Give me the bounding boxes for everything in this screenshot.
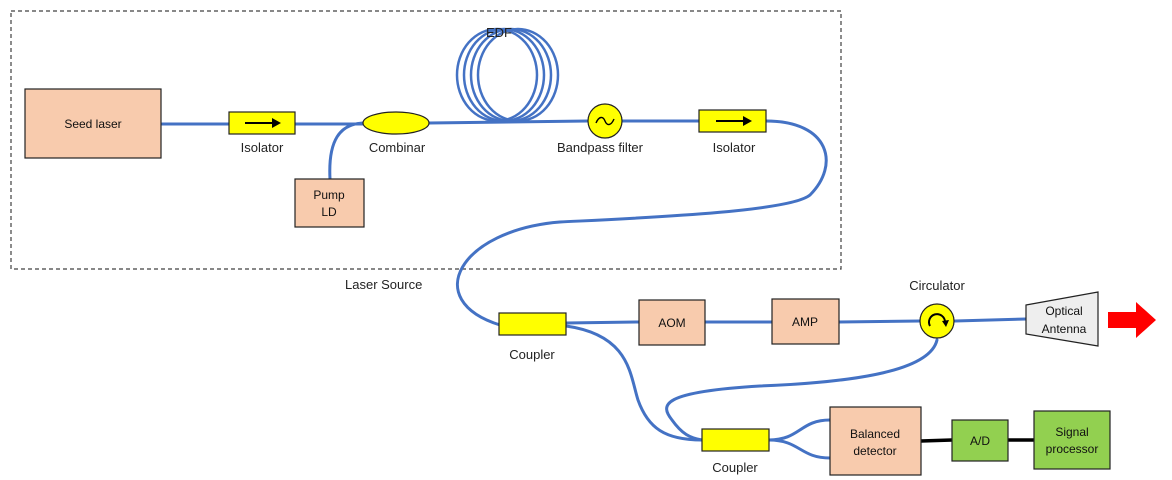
combiner: Combinar [362, 111, 430, 155]
detector-label-line2: detector [853, 444, 896, 458]
coupler-2: Coupler [701, 428, 770, 475]
adc-label: A/D [970, 434, 990, 448]
aom-label: AOM [658, 316, 685, 330]
coupler-2-label: Coupler [712, 460, 758, 475]
seed-laser: Seed laser [24, 88, 162, 159]
processor-label-line1: Signal [1055, 425, 1088, 439]
wire-detector-to-adc [920, 438, 953, 443]
pump-ld-label-line2: LD [321, 205, 337, 219]
laser-source-frame [10, 10, 842, 270]
circulator-label: Circulator [909, 278, 965, 293]
right-arrow-icon [245, 118, 281, 128]
edf-label: EDF [486, 25, 512, 40]
coupler-1-label: Coupler [509, 347, 555, 362]
isolator-2: Isolator [698, 109, 767, 155]
fiber-source-to-coupler [456, 119, 828, 327]
processor-label-line2: processor [1046, 442, 1099, 456]
laser-source-label: Laser Source [345, 277, 422, 292]
right-arrow-icon [716, 116, 752, 126]
pump-ld-label-line1: Pump [313, 188, 345, 202]
bandpass-filter-label: Bandpass filter [557, 140, 644, 155]
pump-ld: Pump LD [294, 178, 365, 228]
combiner-label: Combinar [369, 140, 426, 155]
circular-arrow-icon [928, 313, 949, 327]
fiber-coupler-to-coupler [564, 324, 704, 442]
adc: A/D [951, 419, 1009, 462]
circulator: Circulator [909, 278, 965, 339]
antenna-label-line2: Antenna [1042, 322, 1087, 336]
isolator-1-label: Isolator [241, 140, 284, 155]
signal-processor: Signal processor [1033, 410, 1111, 470]
edf-coil: EDF [455, 25, 560, 123]
coupler-1: Coupler [498, 312, 567, 362]
fiber-amp-to-circulator [837, 319, 922, 324]
fiber-circulator-to-antenna [953, 317, 1028, 323]
isolator-1: Isolator [228, 111, 296, 155]
fiber-circulator-to-coupler [665, 338, 939, 442]
fiber-pump-to-combiner [328, 121, 365, 181]
amp: AMP [771, 298, 840, 345]
detector-label-line1: Balanced [850, 427, 900, 441]
amp-label: AMP [792, 315, 818, 329]
bandpass-filter: Bandpass filter [557, 103, 644, 155]
antenna-label-line1: Optical [1045, 304, 1082, 318]
optical-antenna: Optical Antenna [1025, 291, 1099, 347]
tilde-icon [595, 116, 615, 126]
seed-laser-label: Seed laser [64, 117, 121, 131]
isolator-2-label: Isolator [713, 140, 756, 155]
fiber-coupler-to-detector-top [767, 418, 832, 442]
fiber-coupler-to-aom [564, 320, 641, 325]
red-arrow-icon [1108, 302, 1156, 338]
balanced-detector: Balanced detector [829, 406, 922, 476]
aom: AOM [638, 299, 706, 346]
fiber-coupler-to-detector-bottom [767, 438, 832, 460]
